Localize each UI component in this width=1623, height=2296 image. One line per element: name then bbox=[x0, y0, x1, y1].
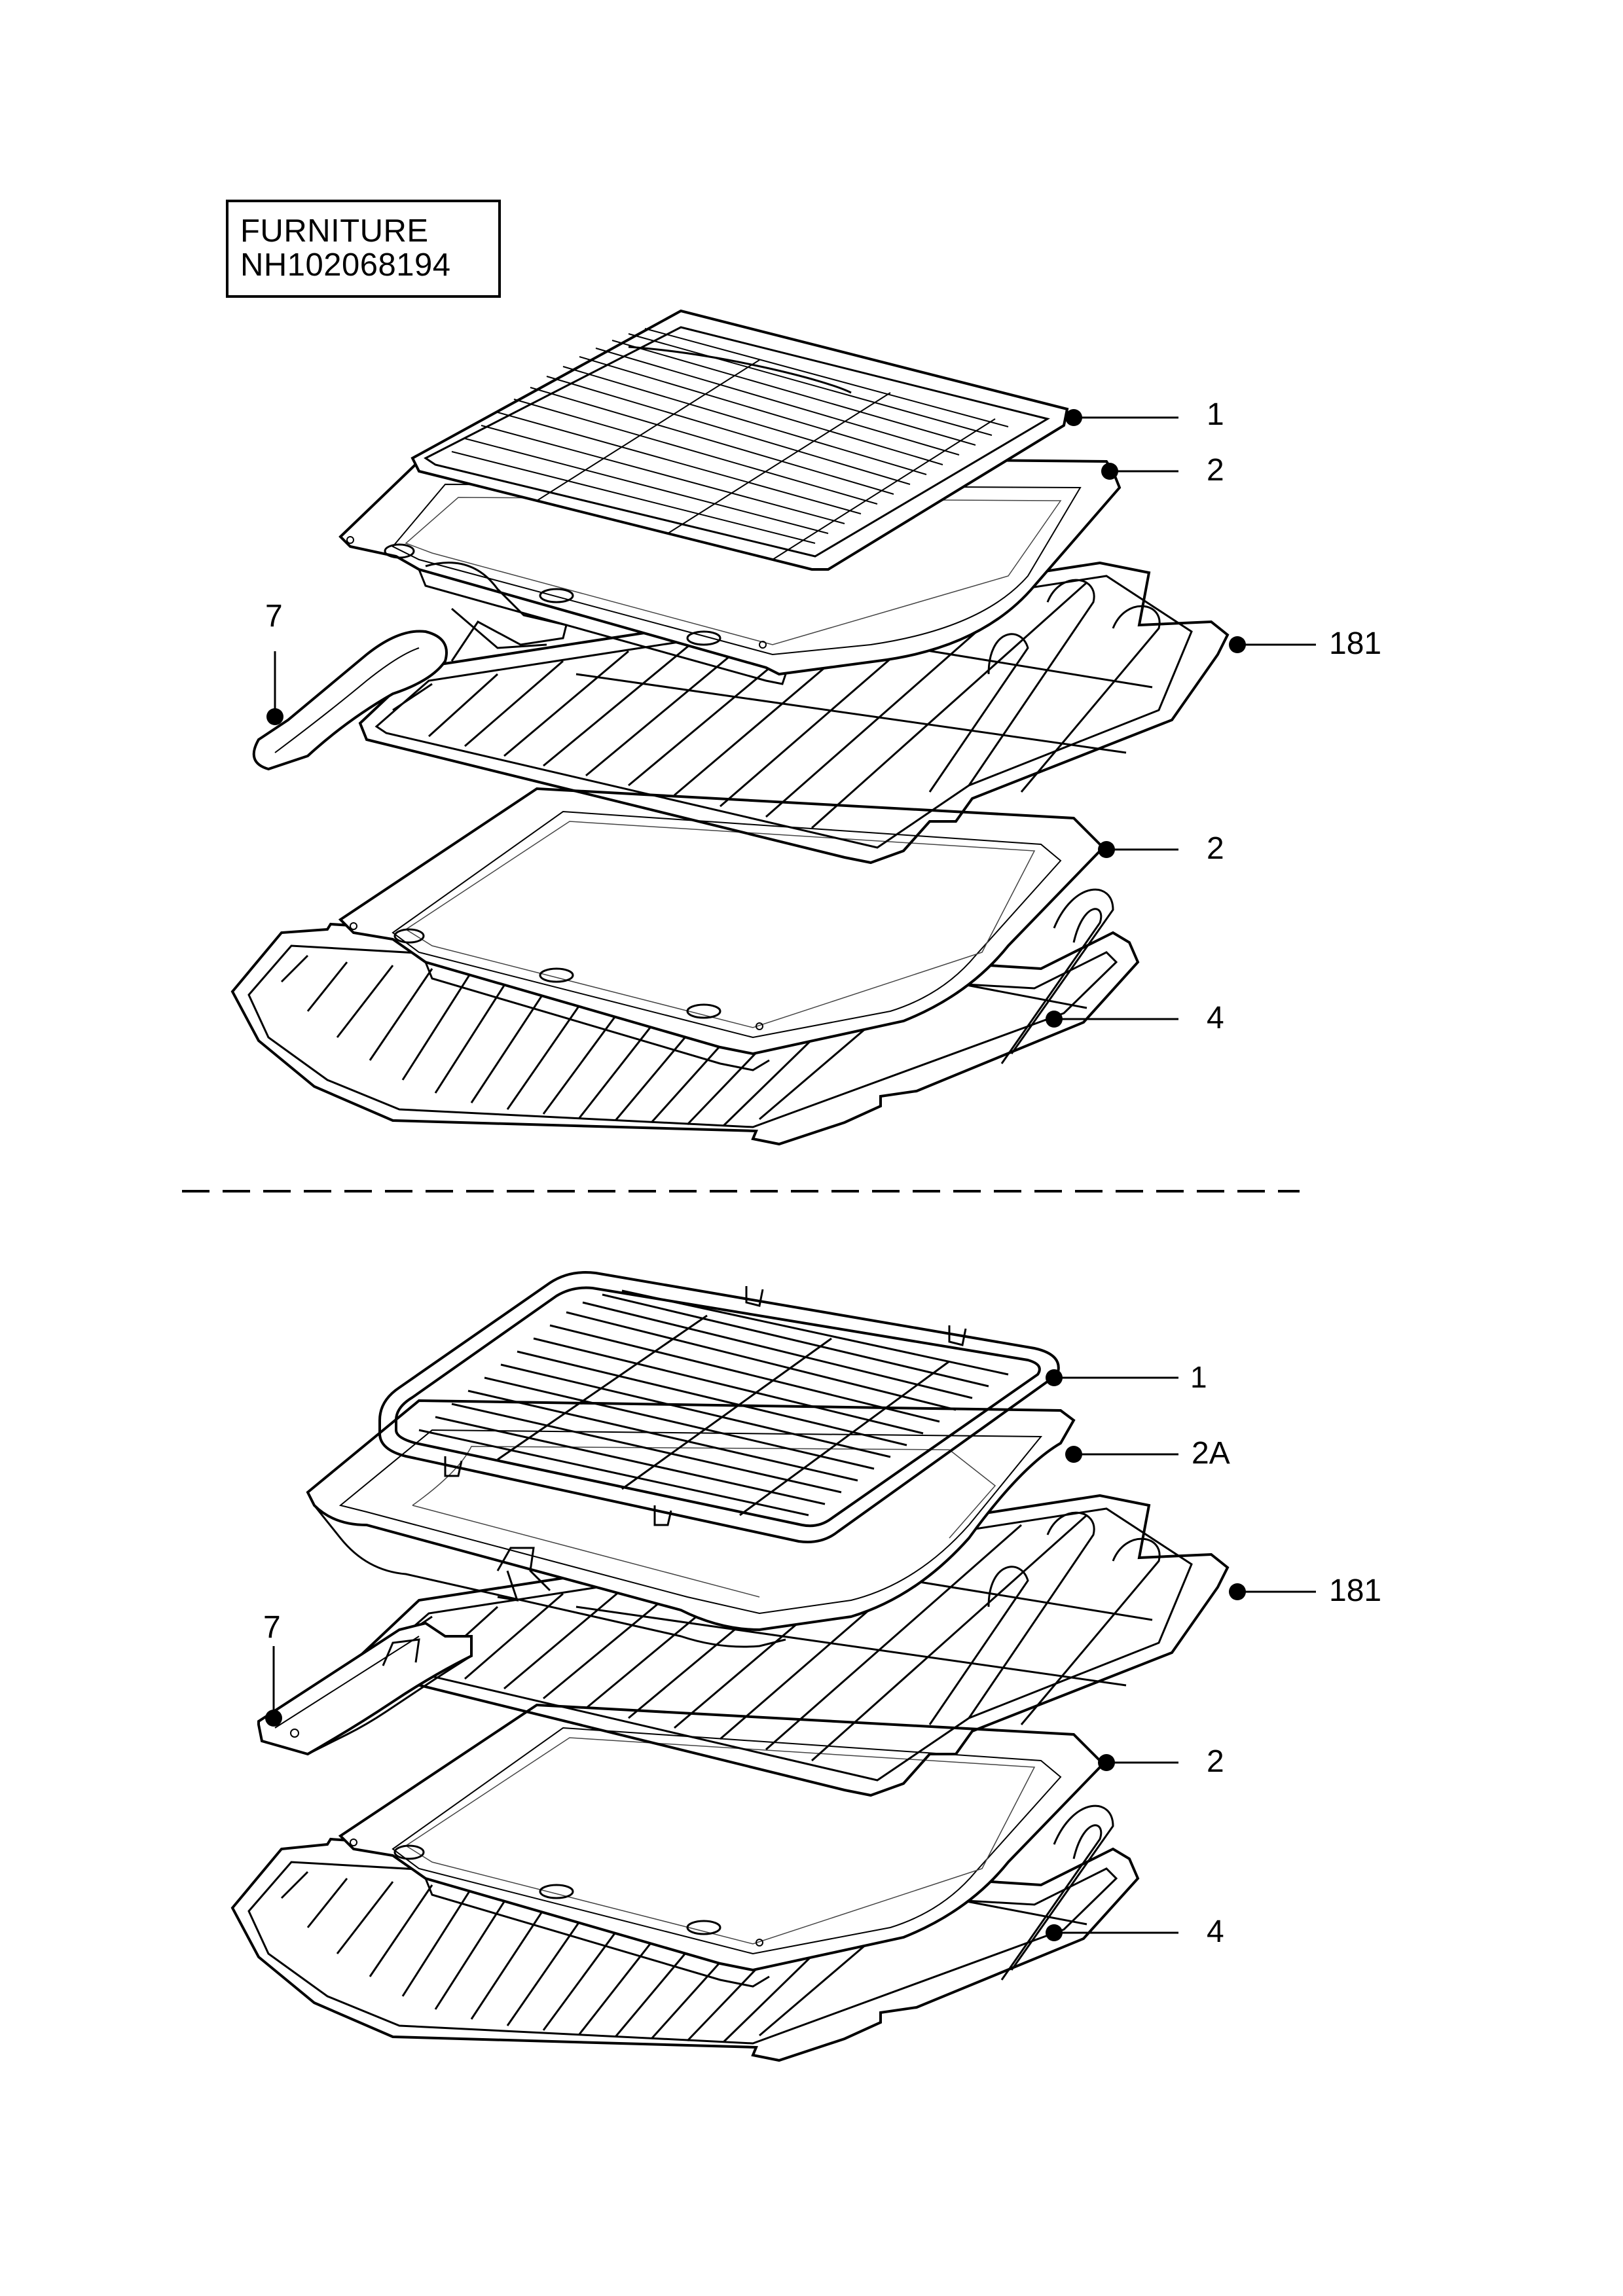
callout-bottom-1: 1 bbox=[1190, 1360, 1207, 1394]
top-assembly bbox=[230, 309, 1316, 1146]
callout-bottom-2A: 2A bbox=[1192, 1436, 1230, 1471]
callout-top-7: 7 bbox=[265, 599, 283, 634]
bottom-assembly bbox=[230, 1271, 1316, 2062]
top-handle-7 bbox=[252, 562, 568, 771]
top-grid-1-wires bbox=[451, 328, 1009, 560]
title-part-number: NH102068194 bbox=[240, 247, 451, 283]
top-shelf-4-bars bbox=[280, 954, 1087, 1127]
title-furniture: FURNITURE bbox=[240, 213, 429, 249]
bottom-leaders bbox=[265, 1369, 1316, 1941]
callout-bottom-4: 4 bbox=[1207, 1914, 1224, 1949]
bottom-tray-2 bbox=[338, 1703, 1105, 1988]
callout-top-2-lower: 2 bbox=[1207, 831, 1224, 866]
callout-bottom-181: 181 bbox=[1329, 1573, 1382, 1608]
bottom-grid-1-wires bbox=[418, 1289, 1009, 1516]
top-grid-1 bbox=[410, 309, 1069, 571]
callout-top-1: 1 bbox=[1207, 397, 1224, 432]
callout-bottom-7: 7 bbox=[263, 1610, 281, 1645]
bottom-tray-2A bbox=[306, 1399, 1076, 1648]
callout-bottom-2: 2 bbox=[1207, 1744, 1224, 1779]
title-box: FURNITURE NH102068194 bbox=[226, 200, 501, 298]
bottom-grid-1 bbox=[378, 1271, 1060, 1543]
callout-top-181: 181 bbox=[1329, 626, 1382, 661]
top-leaders bbox=[266, 409, 1316, 1028]
callout-top-2-upper: 2 bbox=[1207, 453, 1224, 488]
callout-top-4: 4 bbox=[1207, 1001, 1224, 1035]
top-tray-2-lower bbox=[338, 787, 1105, 1071]
bottom-handle-7 bbox=[257, 1621, 473, 1756]
